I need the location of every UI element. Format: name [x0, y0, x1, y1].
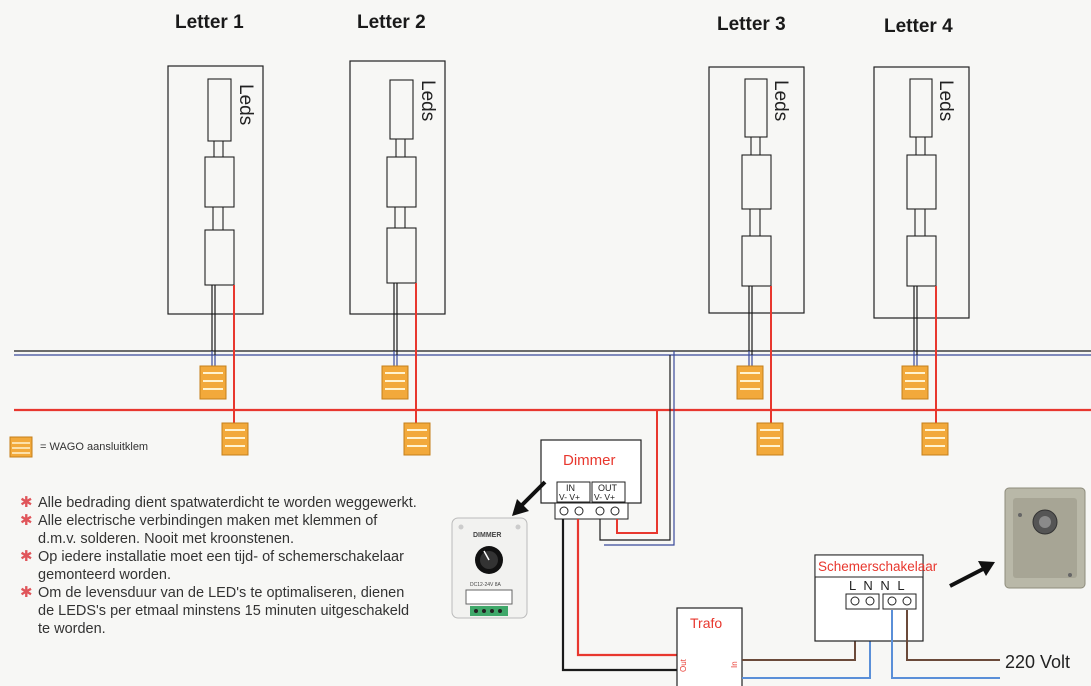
wago-legend-swatch: [9, 436, 33, 458]
letter-4-box: [873, 66, 970, 319]
light-sensor-image: [1004, 487, 1086, 589]
letter-3-title: Letter 3: [717, 14, 786, 35]
letter-2-title: Letter 2: [357, 12, 426, 33]
asterisk-icon: ✱: [20, 512, 33, 529]
wago-legend-label: = WAGO aansluitklem: [40, 441, 149, 453]
asterisk-icon: ✱: [20, 584, 33, 601]
dimmer-in-label: IN: [566, 483, 575, 493]
note-item: ✱Om de levensduur van de LED's te optima…: [20, 584, 410, 637]
dimmer-title: Dimmer: [563, 452, 616, 469]
dimmer-in-positive-wire: [576, 519, 677, 657]
dimmer-out-pins: V- V+: [594, 492, 615, 502]
mains-blue-wire: [891, 610, 1000, 679]
asterisk-icon: ✱: [20, 494, 33, 511]
schemer-title-box: [814, 554, 924, 578]
trafo-in-label: In: [730, 661, 739, 668]
dimmer-in-pins: V- V+: [559, 492, 580, 502]
trafo-title: Trafo: [690, 615, 722, 631]
letter-1-leds-label: Leds: [235, 84, 256, 125]
letter-4-title: Letter 4: [884, 16, 953, 37]
wago-clamps-negative: [199, 365, 929, 400]
letter-positive-drops: [233, 283, 937, 425]
schemer-pins: L N N L: [849, 578, 907, 593]
letter-2-leds-label: Leds: [417, 80, 438, 121]
asterisk-icon: ✱: [20, 548, 33, 565]
dimmer-out-label: OUT: [598, 483, 618, 493]
dimmer-box: [540, 439, 642, 504]
dimmer-out-box: [591, 481, 626, 503]
letter-3-box: [708, 66, 805, 314]
letter-negative-drops: [211, 283, 918, 368]
letter-4-leds-label: Leds: [935, 80, 956, 121]
dimmer-out-positive-wire: [616, 410, 658, 534]
dimmer-device-sub: DC12-24V 8A: [470, 582, 502, 588]
dimmer-device-image: [451, 517, 528, 619]
mains-label: 220 Volt: [1005, 652, 1070, 672]
dimmer-out-negative-wire: [599, 355, 671, 541]
installation-notes: ✱Alle bedrading dient spatwaterdicht te …: [18, 494, 418, 638]
sensor-arrow: [949, 566, 986, 588]
wago-clamps-positive: [221, 422, 949, 456]
dimmer-in-box: [556, 481, 591, 503]
note-item: ✱Alle electrische verbindingen maken met…: [20, 512, 378, 547]
dimmer-device-label: DIMMER: [473, 532, 501, 539]
led-strip-3: [741, 78, 772, 287]
note-item: ✱Alle bedrading dient spatwaterdicht te …: [20, 494, 417, 511]
dimmer-in-negative-wire: [561, 519, 677, 672]
trafo-out-label: Out: [679, 658, 688, 672]
trafo-box: [676, 607, 743, 686]
dimmer-terminals: [554, 502, 629, 520]
dimmer-arrow: [520, 480, 547, 507]
negative-bus: [14, 350, 1091, 356]
led-strip-1: [204, 78, 235, 286]
mains-brown-wire: [906, 610, 1000, 661]
led-strip-2: [386, 79, 417, 284]
letter-1-title: Letter 1: [175, 12, 244, 33]
dimmer-out-negative-wire-blue: [604, 351, 675, 546]
note-item: ✱Op iedere installatie moet een tijd- of…: [20, 548, 404, 583]
letter-3-leds-label: Leds: [770, 80, 791, 121]
led-strip-4: [906, 78, 937, 287]
schemer-title: Schemerschakelaar: [818, 559, 938, 574]
